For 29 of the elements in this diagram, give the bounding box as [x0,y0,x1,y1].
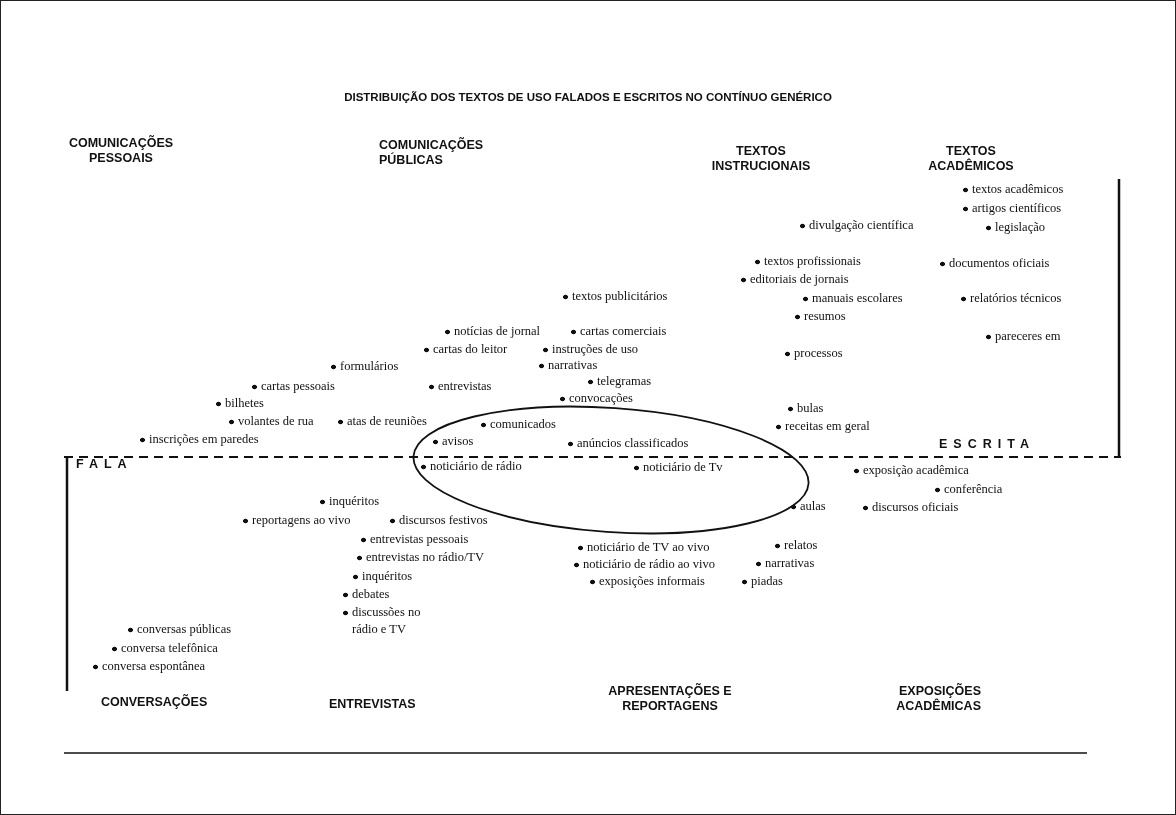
category-heading: COMUNICAÇÕES PESSOAIS [67,136,175,166]
text-genre-item: exposições informais [590,573,705,590]
text-genre-item: notícias de jornal [445,323,541,340]
text-genre-item: divulgação científica [800,217,914,234]
category-heading: TEXTOS INSTRUCIONAIS [710,144,812,174]
text-genre-item: inquéritos [353,568,412,585]
category-heading: EXPOSIÇÕES ACADÊMICAS [895,684,981,714]
category-heading: CONVERSAÇÕES [101,695,209,710]
category-heading: APRESENTAÇÕES E REPORTAGENS [607,684,733,714]
text-genre-item: textos publicitários [563,288,668,305]
text-genre-item: instruções de uso [543,341,639,358]
category-heading: ENTREVISTAS [329,697,417,712]
region-label: FALA [76,457,133,471]
text-genre-item: exposição acadêmica [854,462,969,479]
text-genre-item: piadas [742,573,783,590]
text-genre-item: inscrições em paredes [140,431,259,448]
region-label: ESCRITA [939,437,1035,451]
text-genre-item: conversas públicas [128,621,232,638]
text-genre-item: editoriais de jornais [741,271,849,288]
text-genre-item: inquéritos [320,493,379,510]
text-genre-item: conversa espontânea [93,658,206,675]
text-genre-item: receitas em geral [776,418,870,435]
text-genre-item: legislação [986,219,1045,236]
text-genre-item: convocações [560,390,633,407]
text-genre-item: artigos científicos [963,200,1062,217]
diagram-title: DISTRIBUIÇÃO DOS TEXTOS DE USO FALADOS E ESCRITOS NO CONTÍNUO GENÉRICO [343,91,833,103]
text-genre-item: telegramas [588,373,652,390]
text-genre-item: textos profissionais [755,253,861,270]
category-heading: TEXTOS ACADÊMICOS [927,144,1015,174]
